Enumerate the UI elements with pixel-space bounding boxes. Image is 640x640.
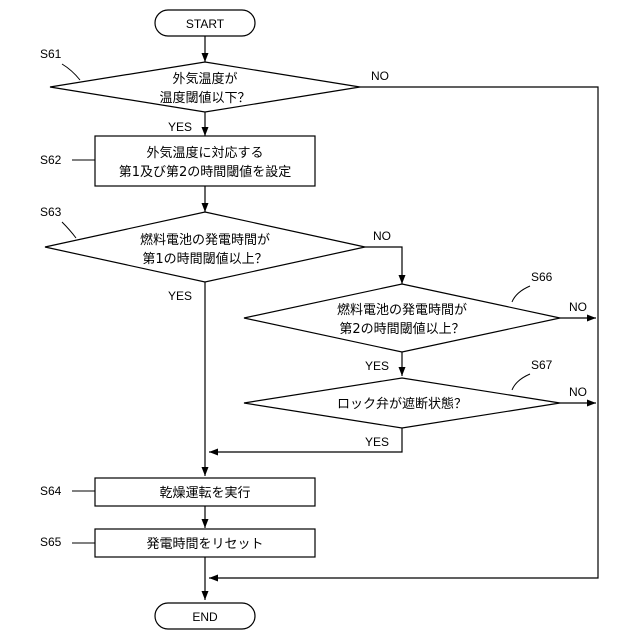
leader-s63	[62, 222, 76, 238]
step-id-s67: S67	[531, 358, 553, 372]
process-s65-label: 発電時間をリセット	[146, 537, 263, 552]
step-id-s65: S65	[40, 535, 62, 549]
process-s62-line2: 第1及び第2の時間閾値を設定	[119, 164, 292, 180]
decision-s63-line1: 燃料電池の発電時間が	[140, 232, 270, 248]
decision-s61-line1: 外気温度が	[172, 71, 237, 87]
end-label: END	[192, 610, 218, 624]
decision-s66	[244, 284, 560, 352]
s61-no-label: NO	[371, 69, 389, 83]
step-id-s64: S64	[40, 484, 62, 498]
s67-yes-label: YES	[365, 435, 389, 449]
s66-yes-label: YES	[365, 359, 389, 373]
s63-yes-label: YES	[168, 289, 192, 303]
start-label: START	[186, 17, 225, 31]
leader-s67	[512, 374, 530, 390]
leader-s61	[62, 64, 80, 80]
step-id-s63: S63	[40, 205, 62, 219]
decision-s67-line1: ロック弁が遮断状態？	[337, 396, 467, 412]
s63-no-label: NO	[373, 229, 391, 243]
step-id-s66: S66	[531, 270, 553, 284]
step-id-s61: S61	[40, 47, 62, 61]
process-s62-line1: 外気温度に対応する	[146, 145, 263, 161]
step-id-s62: S62	[40, 153, 62, 167]
decision-s66-line1: 燃料電池の発電時間が	[337, 302, 467, 318]
arrow-s63-no	[365, 247, 402, 284]
s61-yes-label: YES	[168, 120, 192, 134]
s67-no-label: NO	[569, 385, 587, 399]
process-s64-label: 乾燥運転を実行	[159, 485, 250, 501]
decision-s61-line2: 温度閾値以下？	[159, 90, 250, 106]
decision-s63-line2: 第1の時間閾値以上？	[142, 251, 267, 267]
decision-s66-line2: 第2の時間閾値以上？	[339, 321, 464, 337]
leader-s66	[512, 286, 530, 302]
s66-no-label: NO	[569, 300, 587, 314]
